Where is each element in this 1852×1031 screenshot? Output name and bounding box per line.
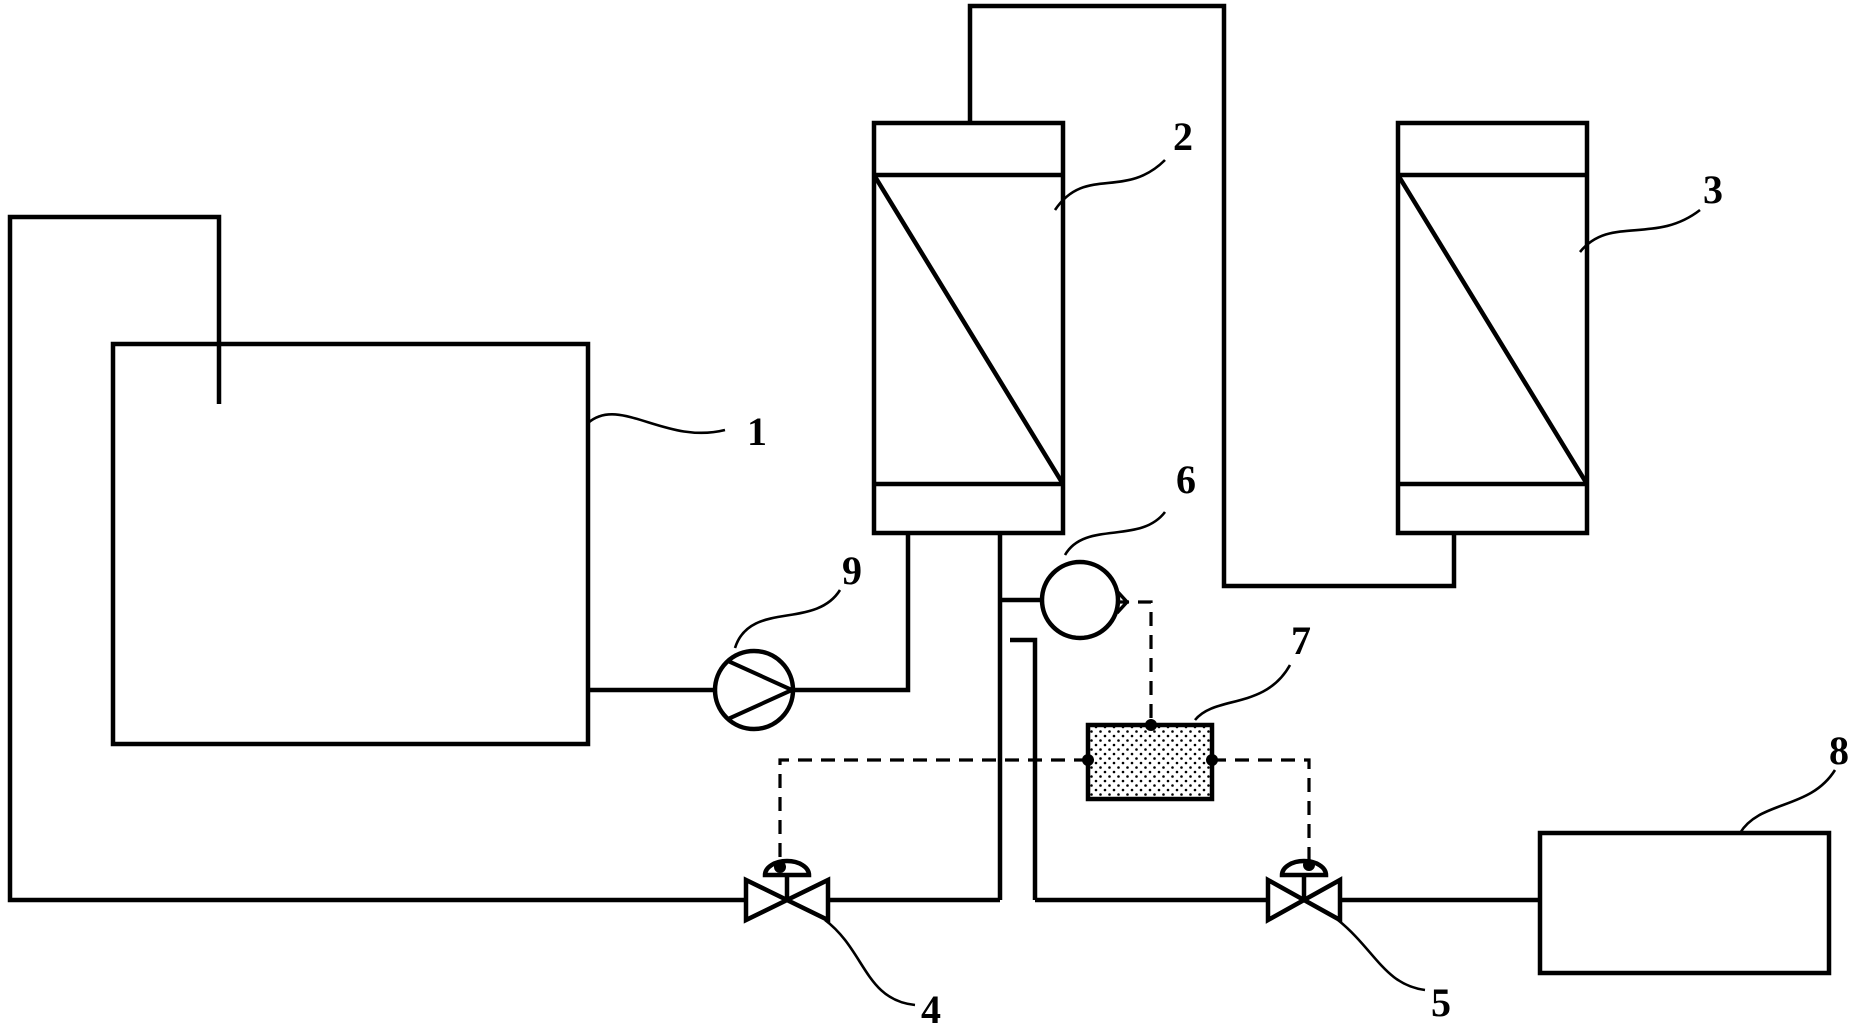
column-a: [871, 120, 1066, 536]
signal-lines: [778, 600, 1311, 867]
tank: [110, 341, 591, 747]
label-valve-b: 5: [1431, 980, 1451, 1025]
label-column-a: 2: [1173, 114, 1193, 159]
pump-icon: [712, 648, 797, 732]
label-pump: 9: [842, 548, 862, 593]
label-column-b: 3: [1703, 167, 1723, 212]
label-controller: 7: [1291, 618, 1311, 663]
receiver: [1537, 830, 1832, 976]
label-valve-a: 4: [921, 987, 941, 1031]
leader-lines: [587, 159, 1837, 1007]
label-tank: 1: [747, 409, 767, 454]
controller-icon: [1082, 719, 1218, 802]
valve-icon: [1265, 858, 1343, 924]
label-receiver: 8: [1829, 728, 1849, 773]
column-b: [1395, 120, 1590, 536]
sensor-icon: [1039, 559, 1130, 641]
valve-icon: [743, 858, 831, 924]
labels: 1 2 3 6 7 8 9 4 5: [747, 114, 1849, 1031]
label-sensor: 6: [1176, 457, 1196, 502]
piping: [7, 3, 1540, 903]
